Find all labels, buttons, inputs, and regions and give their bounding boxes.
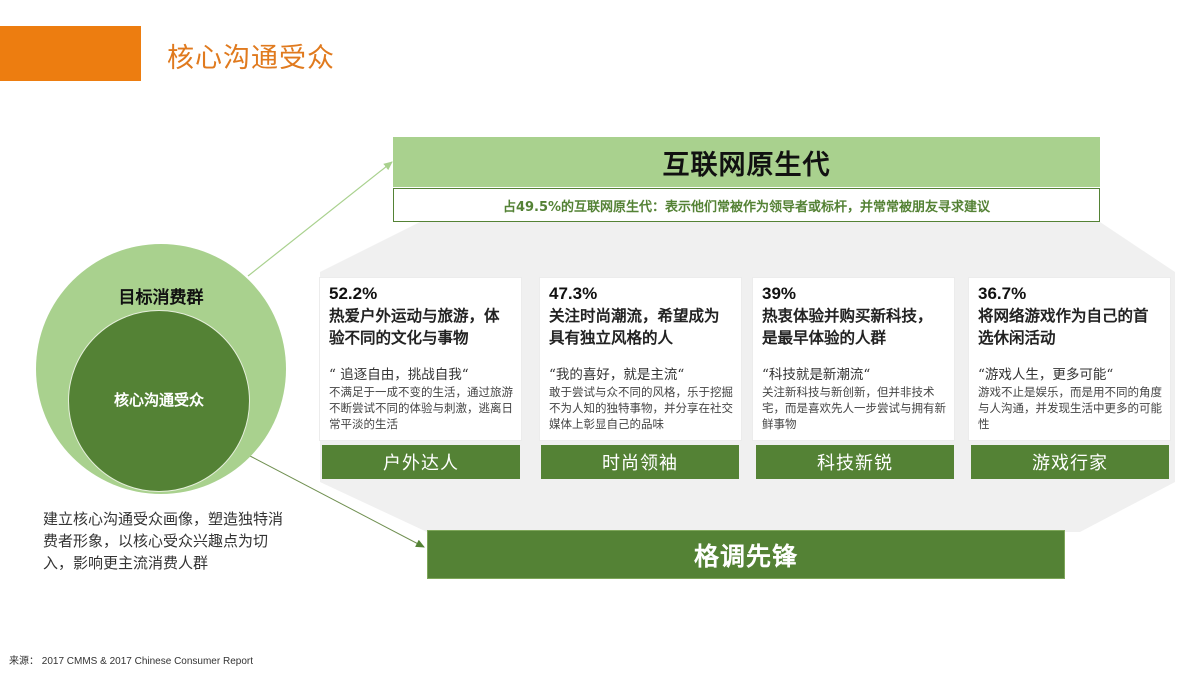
segment-card-fashion: 47.3% 关注时尚潮流，希望成为具有独立风格的人 “我的喜好，就是主流“ 敢于… — [539, 277, 742, 441]
segment-quote: “科技就是新潮流“ — [762, 367, 871, 383]
segment-quote: “我的喜好，就是主流“ — [549, 367, 685, 383]
segment-percent: 36.7% — [978, 284, 1027, 303]
segment-label-tech: 科技新锐 — [756, 445, 954, 479]
title-accent-bar — [0, 26, 141, 81]
segment-card-outdoor: 52.2% 热爱户外运动与旅游，体验不同的文化与事物 “ 追逐自由，挑战自我“ … — [319, 277, 522, 441]
segment-description: 敢于尝试与众不同的风格，乐于挖掘不为人知的独特事物，并分享在社交媒体上彰显自己的… — [549, 385, 733, 431]
segment-label-outdoor: 户外达人 — [322, 445, 520, 479]
segment-quote: “ 追逐自由，挑战自我“ — [329, 367, 469, 383]
segment-card-gaming: 36.7% 将网络游戏作为自己的首选休闲活动 “游戏人生，更多可能“ 游戏不止是… — [968, 277, 1171, 441]
segment-description: 不满足于一成不变的生活，通过旅游不断尝试不同的体验与刺激，逃离日常平淡的生活 — [329, 385, 513, 431]
core-audience-circle — [68, 310, 250, 492]
segment-percent: 47.3% — [549, 284, 598, 303]
segment-quote: “游戏人生，更多可能“ — [978, 367, 1114, 383]
segment-percent: 52.2% — [329, 284, 378, 303]
source-note: 来源： 2017 CMMS & 2017 Chinese Consumer Re… — [9, 656, 253, 667]
generation-title: 互联网原生代 — [393, 137, 1100, 187]
target-consumer-label: 目标消费群 — [118, 288, 204, 308]
segment-headline: 关注时尚潮流，希望成为具有独立风格的人 — [549, 307, 720, 347]
strategy-note: 建立核心沟通受众画像，塑造独特消费者形象，以核心受众兴趣点为切入，影响更主流消费… — [43, 510, 284, 572]
core-audience-label: 核心沟通受众 — [113, 391, 204, 409]
arrow-to-pioneer — [249, 455, 425, 548]
generation-subtitle: 占49.5%的互联网原生代：表示他们常被作为领导者或标杆，并常常被朋友寻求建议 — [393, 188, 1100, 222]
segment-card-tech: 39% 热衷体验并购买新科技，是最早体验的人群 “科技就是新潮流“ 关注新科技与… — [752, 277, 955, 441]
pioneer-result-bar: 格调先锋 — [427, 530, 1065, 579]
segment-percent: 39% — [762, 284, 797, 303]
segment-description: 游戏不止是娱乐，而是用不同的角度与人沟通，并发现生活中更多的可能性 — [978, 385, 1162, 431]
segment-headline: 将网络游戏作为自己的首选休闲活动 — [978, 307, 1149, 347]
segment-headline: 热衷体验并购买新科技，是最早体验的人群 — [762, 307, 933, 347]
segment-headline: 热爱户外运动与旅游，体验不同的文化与事物 — [329, 307, 500, 347]
segment-description: 关注新科技与新创新，但并非技术宅，而是喜欢先人一步尝试与拥有新鲜事物 — [762, 385, 946, 431]
segment-label-fashion: 时尚领袖 — [541, 445, 739, 479]
page-title: 核心沟通受众 — [167, 43, 335, 74]
segment-label-gaming: 游戏行家 — [971, 445, 1169, 479]
arrow-to-generation — [247, 161, 393, 277]
